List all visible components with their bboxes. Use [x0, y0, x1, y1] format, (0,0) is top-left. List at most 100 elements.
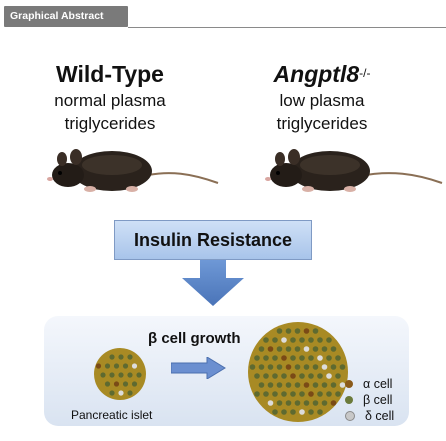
- islet-cell: [113, 381, 120, 387]
- islet-cell: [290, 337, 296, 343]
- wild-type-mouse: [47, 149, 219, 192]
- islet-cell: [321, 364, 328, 370]
- graphical-abstract-tag: Graphical Abstract: [4, 6, 128, 27]
- islet-cell: [294, 346, 301, 352]
- islet-cell: [258, 364, 265, 370]
- islet-cell: [118, 372, 124, 378]
- islet-cell: [330, 382, 337, 388]
- islet-cell: [303, 328, 310, 334]
- islet-cell: [263, 373, 269, 379]
- islet-cell: [330, 364, 337, 370]
- delta-cell-swatch: [345, 411, 355, 421]
- islet-cell: [299, 373, 305, 379]
- islet-cell: [294, 400, 301, 406]
- islet-cell: [272, 337, 278, 343]
- wild-type-title: Wild-Type: [56, 61, 164, 87]
- islet-cell: [335, 355, 341, 361]
- islet-cell: [109, 372, 115, 378]
- islet-cell: [317, 355, 323, 361]
- islet-cell: [303, 346, 310, 352]
- pancreatic-islet-label: Pancreatic islet: [71, 408, 153, 422]
- islet-cell: [254, 373, 260, 379]
- islet-cell: [285, 328, 292, 334]
- islet-cell: [118, 390, 124, 396]
- islet-cell: [281, 355, 287, 361]
- islet-cell: [294, 382, 301, 388]
- islet-cell: [122, 363, 129, 369]
- islet-cell: [95, 363, 102, 369]
- islet-cell: [303, 364, 310, 370]
- knockout-mouse: [265, 149, 443, 192]
- islet-cell: [254, 391, 260, 397]
- islet-cell: [317, 409, 323, 415]
- islet-cell: [281, 373, 287, 379]
- islet-cell: [104, 381, 111, 387]
- down-arrow-icon: [182, 260, 244, 306]
- islet-cell: [285, 400, 292, 406]
- islet-cell: [317, 373, 323, 379]
- wild-type-line1: normal plasma: [54, 91, 166, 110]
- legend-beta: β cell: [345, 392, 394, 408]
- islet-cell: [281, 337, 287, 343]
- islet-cell: [303, 400, 310, 406]
- islet-cell: [303, 382, 310, 388]
- islet-cell: [339, 364, 346, 370]
- islet-cell: [326, 373, 332, 379]
- islet-cell: [312, 382, 319, 388]
- islet-cell: [109, 354, 115, 360]
- right-arrow-icon: [171, 357, 226, 379]
- legend-alpha: α cell: [345, 376, 394, 392]
- islet-cell: [272, 391, 278, 397]
- islet-cell: [276, 400, 283, 406]
- islet-cell: [109, 390, 115, 396]
- islet-cell: [263, 355, 269, 361]
- islet-cell: [131, 381, 138, 387]
- islet-cell: [312, 328, 319, 334]
- islet-cell: [281, 391, 287, 397]
- islet-cell: [335, 373, 341, 379]
- islet-cell: [290, 355, 296, 361]
- islet-cell: [272, 355, 278, 361]
- islet-cell: [100, 372, 106, 378]
- alpha-cell-swatch: [345, 380, 353, 388]
- islet-cell: [326, 337, 332, 343]
- islet-cell: [258, 346, 265, 352]
- islet-cell: [276, 328, 283, 334]
- islet-cell: [335, 391, 341, 397]
- islet-cell: [285, 346, 292, 352]
- knockout-line2: triglycerides: [276, 114, 368, 133]
- islet-cell: [276, 382, 283, 388]
- islet-cell: [136, 372, 142, 378]
- islet-cell: [127, 354, 133, 360]
- knockout-superscript: -/-: [359, 66, 371, 80]
- islet-cell: [312, 400, 319, 406]
- islet-cell: [299, 391, 305, 397]
- islet-cell: [294, 328, 301, 334]
- islet-cell: [330, 400, 337, 406]
- knockout-column: Angptl8-/- low plasma triglycerides: [222, 60, 422, 134]
- islet-cell: [321, 382, 328, 388]
- islet-cell: [317, 337, 323, 343]
- islet-cell: [263, 337, 269, 343]
- small-islet: [94, 348, 146, 400]
- islet-cell: [339, 382, 346, 388]
- islet-cell: [312, 346, 319, 352]
- islet-cell: [267, 382, 274, 388]
- islet-cell: [118, 354, 124, 360]
- legend-delta: δ cell: [345, 408, 394, 424]
- islet-cell: [308, 337, 314, 343]
- islet-cell: [290, 409, 296, 415]
- wild-type-column: Wild-Type normal plasma triglycerides: [10, 60, 210, 134]
- insulin-resistance-banner: Insulin Resistance: [114, 220, 312, 260]
- legend-beta-label: β cell: [363, 393, 393, 407]
- islet-cell: [276, 364, 283, 370]
- islet-cell: [285, 382, 292, 388]
- islet-cell: [104, 363, 111, 369]
- islet-cell: [127, 390, 133, 396]
- islet-cell: [299, 337, 305, 343]
- islet-cell: [326, 355, 332, 361]
- islet-cell: [290, 373, 296, 379]
- knockout-line1: low plasma: [279, 91, 365, 110]
- islet-cell: [299, 409, 305, 415]
- knockout-title: Angptl8-/-: [273, 61, 371, 87]
